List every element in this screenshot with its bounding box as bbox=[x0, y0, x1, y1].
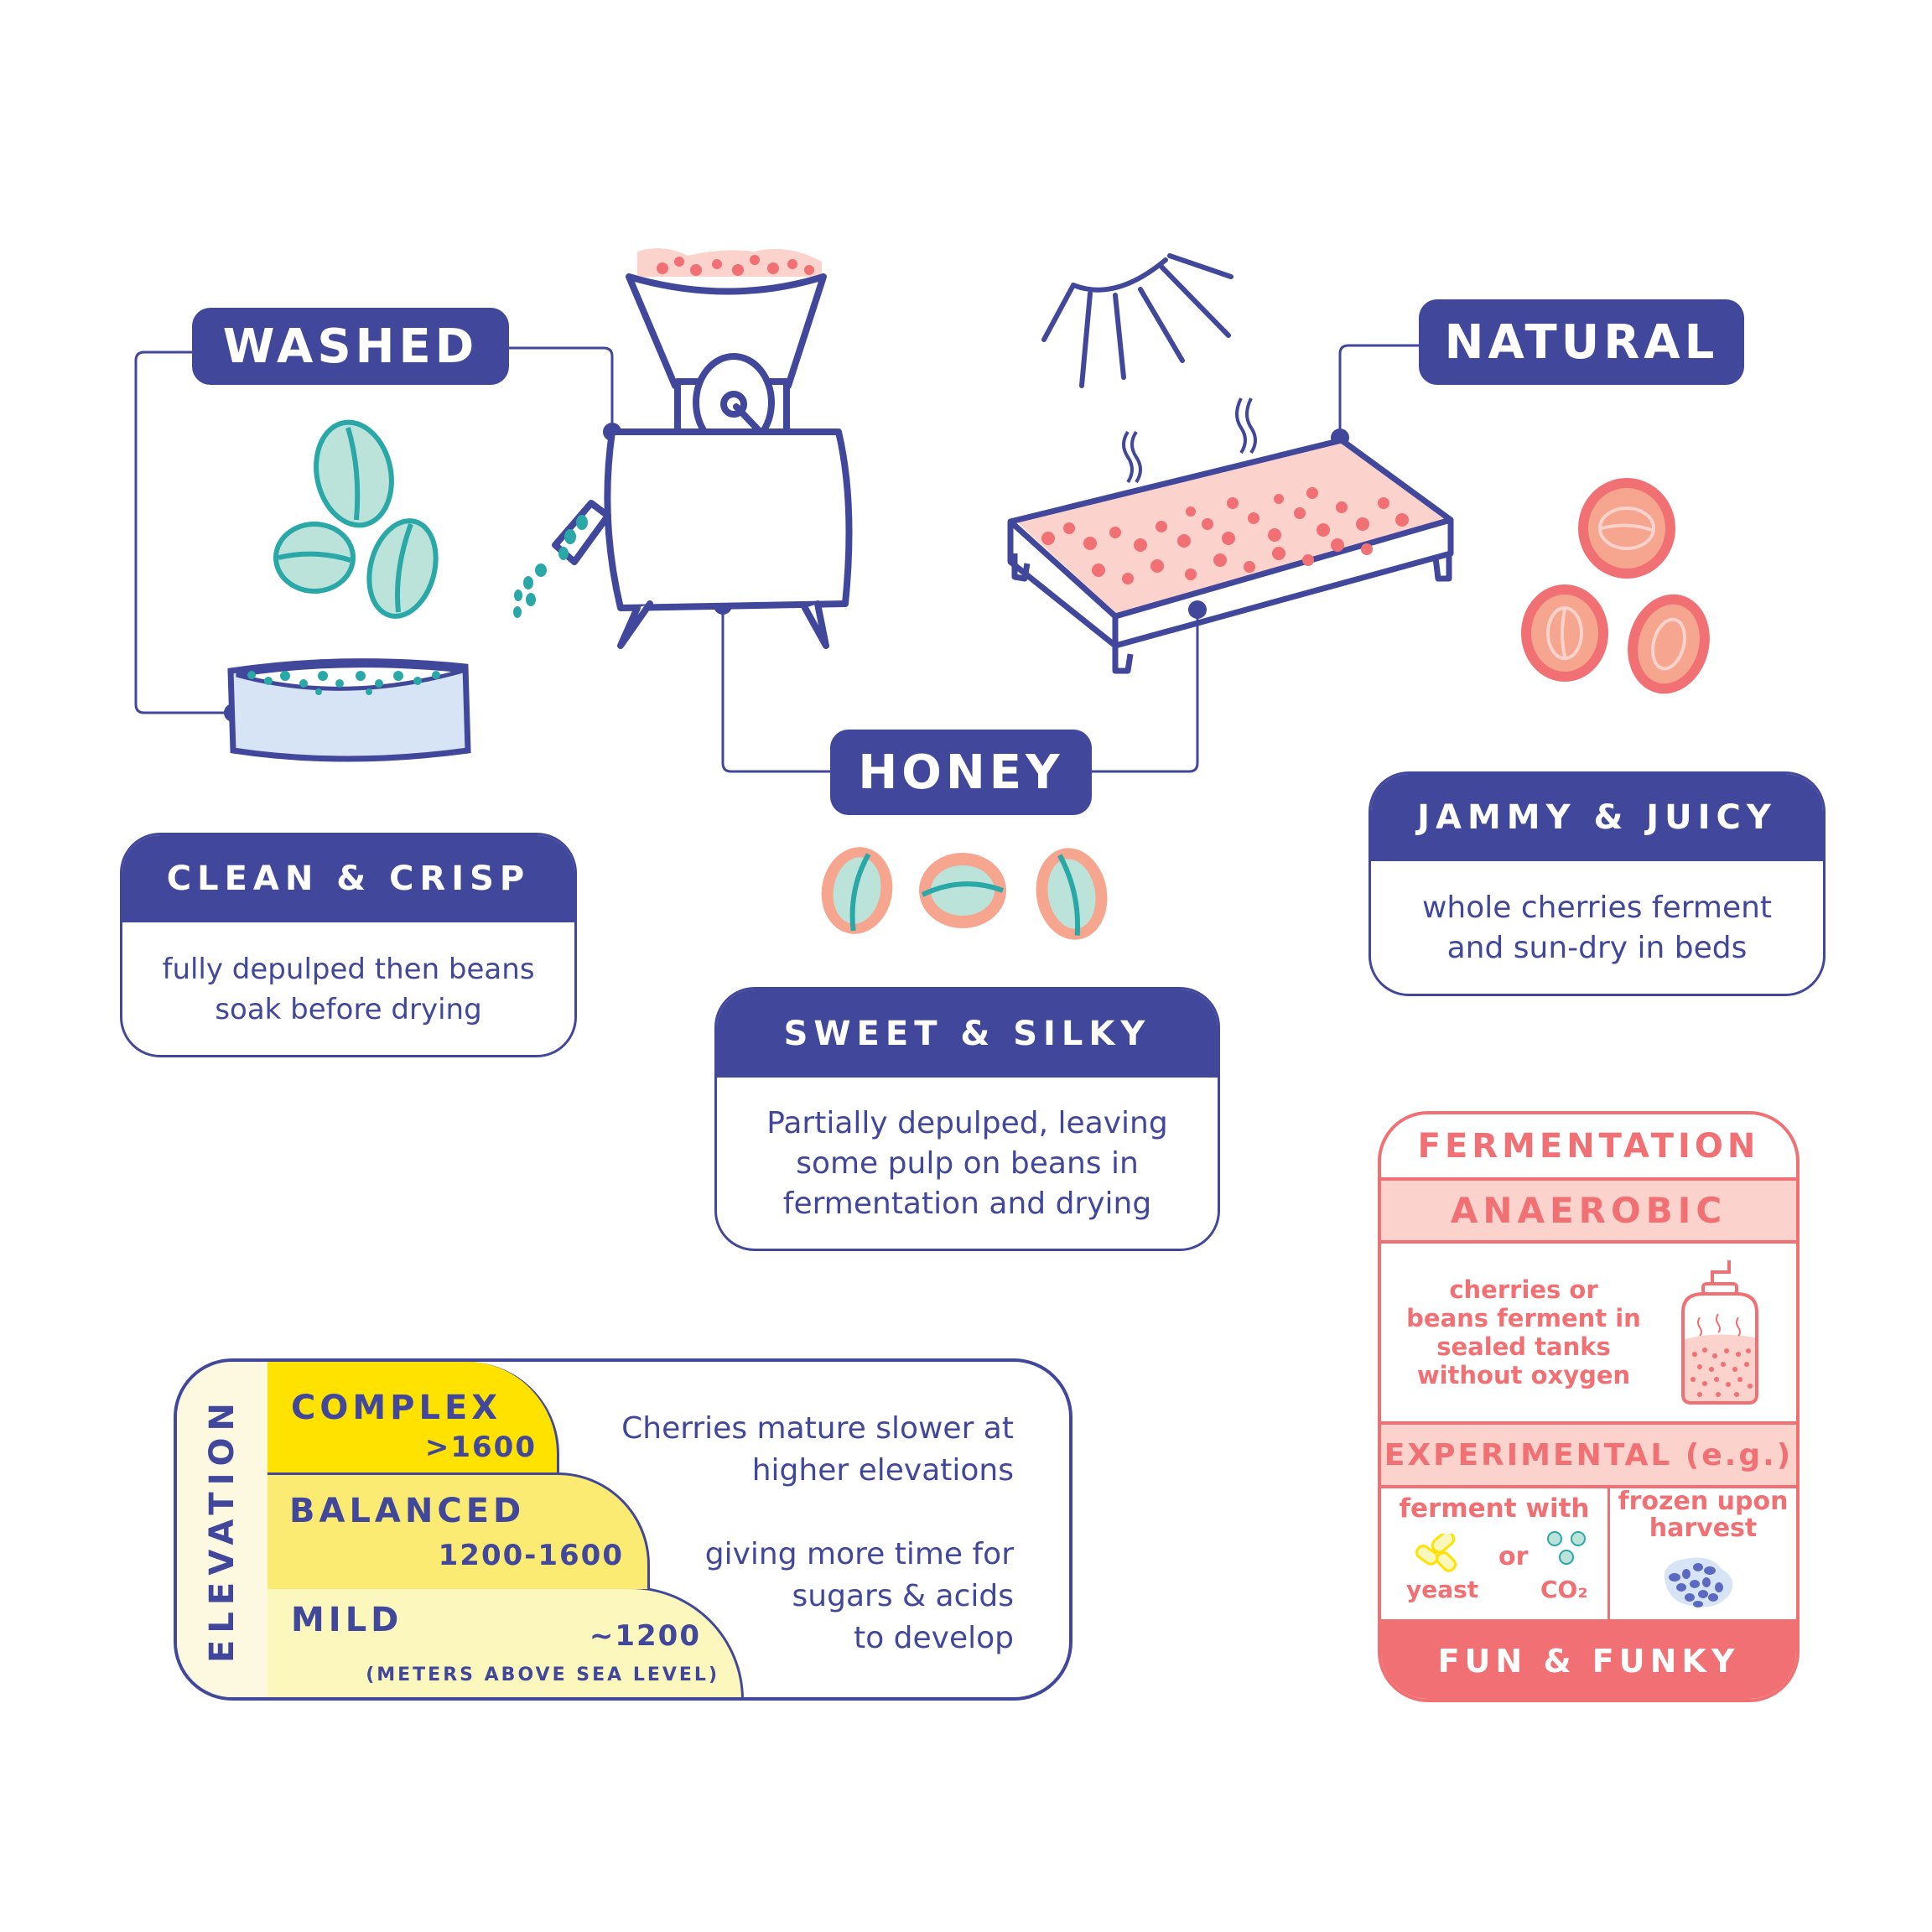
process-label-honey: HONEY bbox=[830, 730, 1092, 815]
tier-range: >1600 bbox=[424, 1431, 537, 1464]
frozen-beans-icon bbox=[1664, 1557, 1733, 1607]
bean-stream-icon bbox=[513, 515, 588, 618]
process-label-natural: NATURAL bbox=[1419, 299, 1744, 385]
frozen-description: frozen upon harvest bbox=[1610, 1488, 1796, 1542]
depulper-machine-icon bbox=[552, 248, 853, 649]
fermentation-panel: FERMENTATION ANAEROBIC cherries or beans… bbox=[1378, 1111, 1800, 1702]
description-line: cherries or bbox=[1449, 1275, 1598, 1304]
explanation-line: sugars & acids bbox=[792, 1579, 1014, 1613]
card-header: SWEET & SILKY bbox=[717, 989, 1218, 1078]
tier-range: ~1200 bbox=[589, 1619, 701, 1653]
card-body: whole cherries ferment and sun-dry in be… bbox=[1371, 861, 1823, 994]
experimental-title: EXPERIMENTAL (e.g.) bbox=[1381, 1421, 1796, 1488]
tier-complex: COMPLEX >1600 bbox=[267, 1362, 559, 1472]
description-line: without oxygen bbox=[1416, 1361, 1631, 1389]
yeast-icon bbox=[1415, 1534, 1457, 1572]
tier-name: BALANCED bbox=[289, 1492, 526, 1530]
or-label: or bbox=[1498, 1542, 1529, 1571]
fermentation-tank-icon bbox=[1681, 1260, 1758, 1405]
card-clean-crisp: CLEAN & CRISP fully depulped then beans … bbox=[120, 833, 577, 1057]
unit-note: (METERS ABOVE SEA LEVEL) bbox=[366, 1665, 719, 1685]
card-body: fully depulped then beans soak before dr… bbox=[122, 922, 574, 1055]
washed-title: WASHED bbox=[222, 319, 479, 374]
co2-bubbles-icon bbox=[1547, 1531, 1586, 1565]
anaerobic-title: ANAEROBIC bbox=[1381, 1181, 1796, 1244]
description-line: fermentation and drying bbox=[782, 1186, 1152, 1221]
description-line: frozen upon bbox=[1618, 1487, 1789, 1516]
tier-name: COMPLEX bbox=[291, 1389, 502, 1427]
green-bean-icon bbox=[273, 419, 439, 619]
description-line: beans ferment in bbox=[1406, 1304, 1641, 1332]
elevation-panel: ELEVATION MILD ~1200 (METERS ABOVE SEA L… bbox=[174, 1358, 1072, 1701]
soaking-tank-icon bbox=[227, 658, 471, 762]
experimental-yeast-co2: ferment with yeast or CO₂ bbox=[1381, 1485, 1610, 1619]
drying-bed-icon bbox=[1007, 437, 1454, 674]
tier-range: 1200-1600 bbox=[438, 1539, 624, 1572]
co2-label: CO₂ bbox=[1540, 1576, 1588, 1603]
description-line: and sun-dry in beds bbox=[1446, 931, 1748, 965]
connector-line bbox=[1338, 344, 1419, 438]
steam-icon bbox=[1122, 397, 1257, 484]
fermentation-title: FERMENTATION bbox=[1381, 1114, 1796, 1181]
process-label-washed: WASHED bbox=[192, 308, 509, 385]
description-line: some pulp on beans in bbox=[796, 1145, 1139, 1181]
natural-title: NATURAL bbox=[1444, 314, 1719, 370]
explanation-line: to develop bbox=[854, 1621, 1014, 1655]
explanation-line: giving more time for bbox=[704, 1537, 1014, 1571]
connector-line bbox=[1092, 608, 1199, 773]
connector-line bbox=[134, 351, 233, 714]
card-sweet-silky: SWEET & SILKY Partially depulped, leavin… bbox=[714, 987, 1220, 1251]
connector-line bbox=[509, 346, 614, 432]
experimental-frozen: frozen upon harvest bbox=[1610, 1485, 1796, 1619]
description-line: whole cherries ferment bbox=[1421, 891, 1773, 925]
fermentation-profile-footer: FUN & FUNKY bbox=[1381, 1619, 1796, 1699]
tier-balanced: BALANCED 1200-1600 bbox=[267, 1472, 650, 1589]
card-header: CLEAN & CRISP bbox=[122, 835, 574, 922]
honey-title: HONEY bbox=[858, 745, 1064, 800]
description-line: Partially depulped, leaving bbox=[766, 1105, 1168, 1140]
honey-bean-icon bbox=[821, 847, 1108, 940]
elevation-explanation: Cherries mature slower at higher elevati… bbox=[621, 1408, 1014, 1659]
card-body: Partially depulped, leaving some pulp on… bbox=[717, 1078, 1218, 1249]
tier-name: MILD bbox=[291, 1601, 403, 1639]
anaerobic-description: cherries or beans ferment in sealed tank… bbox=[1398, 1275, 1649, 1389]
anaerobic-body: cherries or beans ferment in sealed tank… bbox=[1381, 1244, 1796, 1425]
description-line: fully depulped then beans bbox=[162, 953, 535, 986]
tier-mild: MILD ~1200 (METERS ABOVE SEA LEVEL) bbox=[267, 1587, 744, 1697]
explanation-line: higher elevations bbox=[751, 1453, 1014, 1488]
ferment-with-text: ferment with bbox=[1399, 1493, 1590, 1524]
cherry-icon bbox=[1521, 478, 1710, 694]
connector-line bbox=[721, 608, 830, 773]
hopper-cherries bbox=[657, 255, 814, 276]
description-line: sealed tanks bbox=[1436, 1332, 1611, 1361]
yeast-label: yeast bbox=[1406, 1576, 1479, 1603]
description-line: harvest bbox=[1649, 1514, 1758, 1543]
elevation-axis-label: ELEVATION bbox=[203, 1396, 242, 1663]
description-line: soak before drying bbox=[215, 993, 482, 1026]
card-jammy-juicy: JAMMY & JUICY whole cherries ferment and… bbox=[1368, 771, 1826, 996]
elevation-axis: ELEVATION bbox=[177, 1362, 271, 1697]
explanation-line: Cherries mature slower at bbox=[621, 1411, 1014, 1446]
card-header: JAMMY & JUICY bbox=[1371, 774, 1823, 861]
sun-icon bbox=[1041, 253, 1233, 388]
